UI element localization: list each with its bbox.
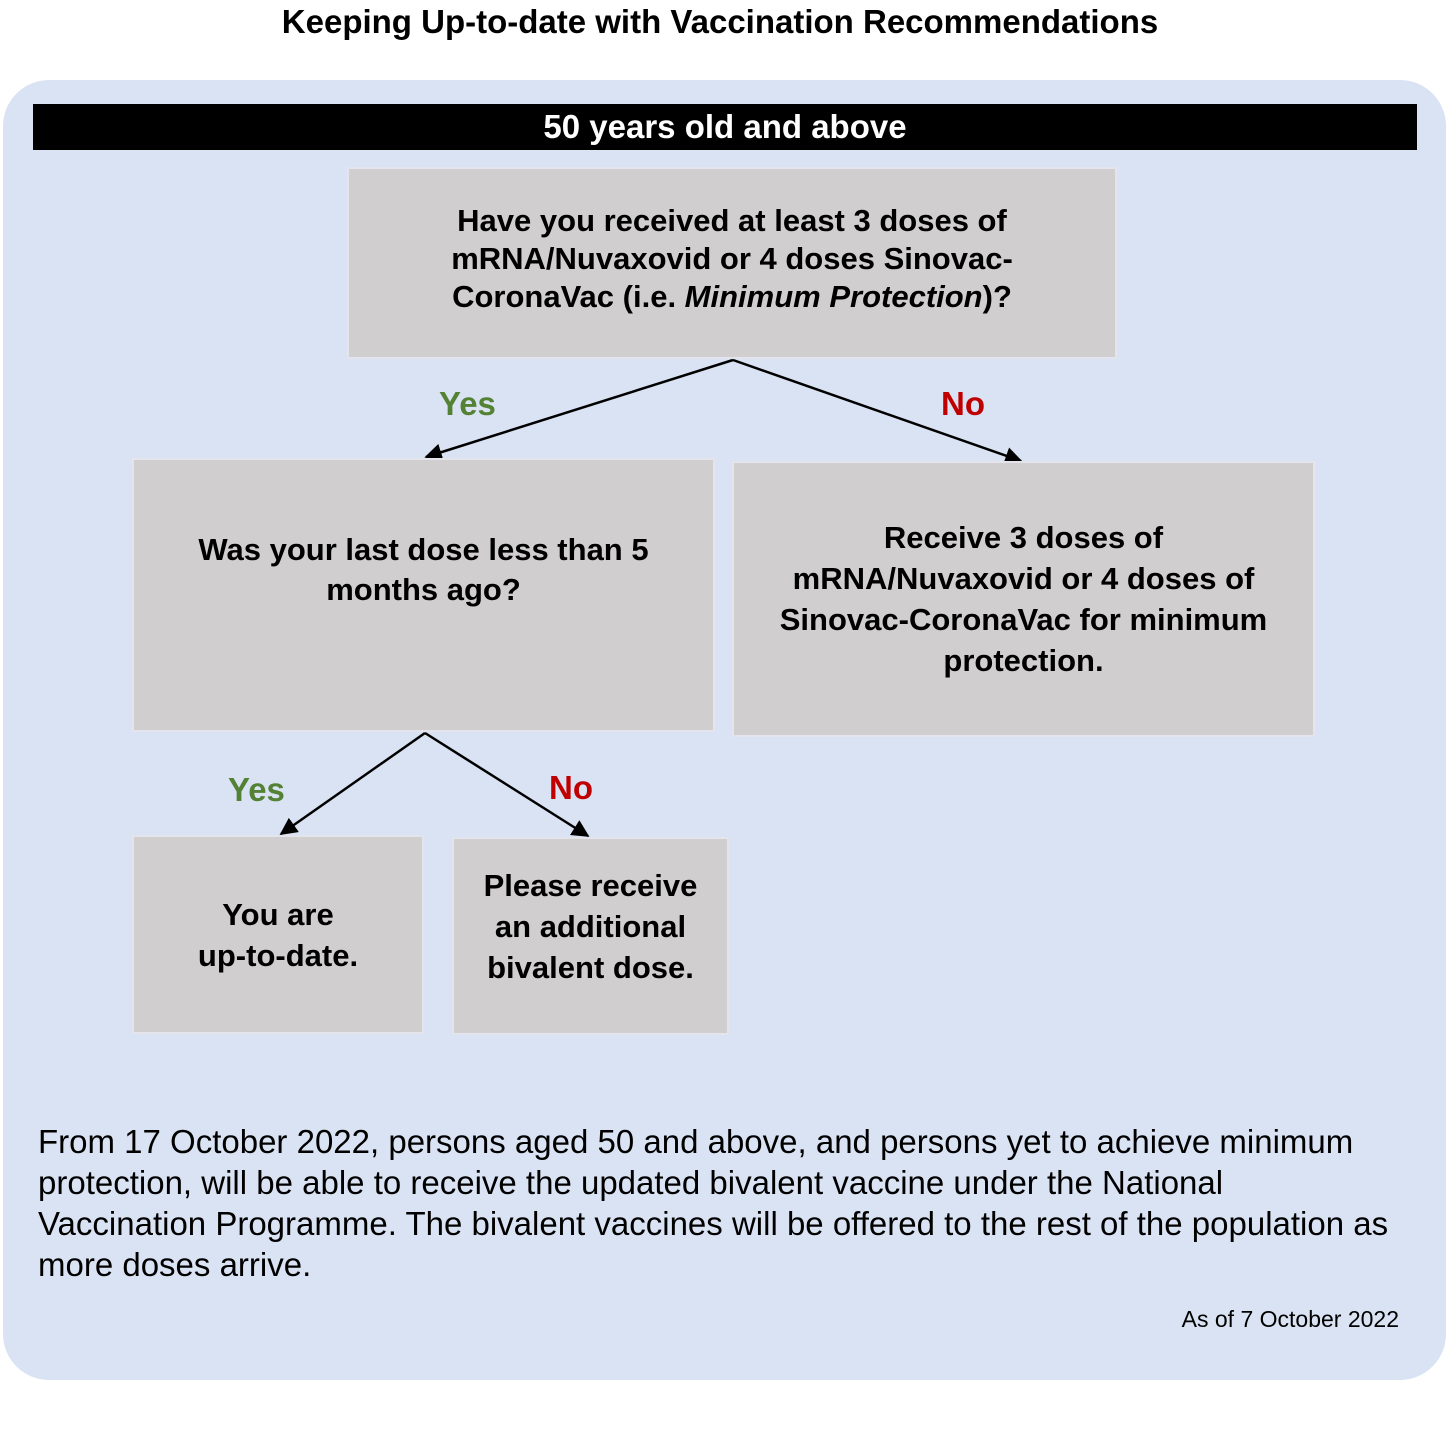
as-of-date: As of 7 October 2022 [1181, 1306, 1399, 1332]
arrow-q1-no [732, 358, 1023, 465]
question-minimum-protection-text: Have you received at least 3 doses of mR… [451, 203, 1013, 314]
result-bivalent-text: Please receive an additional bivalent do… [483, 867, 698, 985]
branch-label-q2-yes: Yes [228, 771, 285, 808]
arrow-q2-no [424, 731, 590, 838]
question-minimum-protection-box: Have you received at least 3 doses of mR… [347, 167, 1117, 359]
arrow-q1-yes [424, 358, 734, 461]
page-title: Keeping Up-to-date with Vaccination Reco… [281, 3, 1159, 40]
result-up-to-date-box: You are up-to-date. [132, 835, 424, 1034]
branch-label-q1-no: No [941, 385, 985, 422]
footer-note: From 17 October 2022, persons aged 50 an… [38, 1123, 1389, 1283]
question-last-dose-text: Was your last dose less than 5 months ag… [198, 532, 649, 607]
result-bivalent-box: Please receive an additional bivalent do… [452, 837, 729, 1035]
result-minimum-protection-box: Receive 3 doses of mRNA/Nuvaxovid or 4 d… [732, 461, 1315, 737]
question-last-dose-box: Was your last dose less than 5 months ag… [132, 458, 715, 732]
section-header: 50 years old and above [33, 104, 1417, 150]
branch-label-q2-no: No [549, 769, 593, 806]
branch-label-q1-yes: Yes [439, 385, 496, 422]
arrow-q2-yes [279, 731, 426, 836]
minimum-protection-term: Minimum Protection [684, 279, 983, 314]
result-up-to-date-text: You are up-to-date. [197, 896, 359, 973]
result-minimum-protection-text: Receive 3 doses of mRNA/Nuvaxovid or 4 d… [779, 520, 1268, 678]
